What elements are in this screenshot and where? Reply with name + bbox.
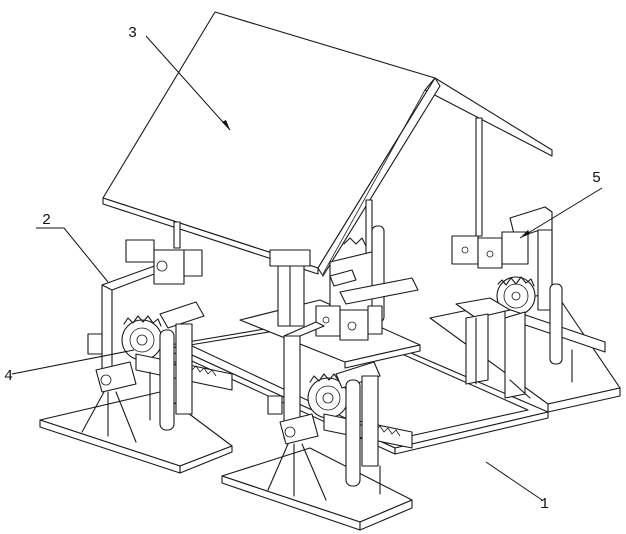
part-label-2: 2 <box>42 212 51 229</box>
part-label-4: 4 <box>4 368 13 385</box>
back-right-jaw-stand <box>455 297 573 399</box>
front-center-gear <box>267 361 413 495</box>
front-center-platform <box>221 447 413 531</box>
front-center-column <box>267 321 327 501</box>
back-right-gear <box>496 276 606 365</box>
roof <box>102 11 553 277</box>
part-label-1: 1 <box>540 496 549 513</box>
back-right-column <box>475 117 553 311</box>
front-left-clamp <box>125 239 203 285</box>
part-label-5: 5 <box>592 170 601 187</box>
center-clamp <box>315 305 383 341</box>
back-right-clamp <box>451 231 529 269</box>
part-label-3: 3 <box>128 25 137 42</box>
leader-lines <box>11 35 603 501</box>
front-left-platform <box>39 391 233 474</box>
